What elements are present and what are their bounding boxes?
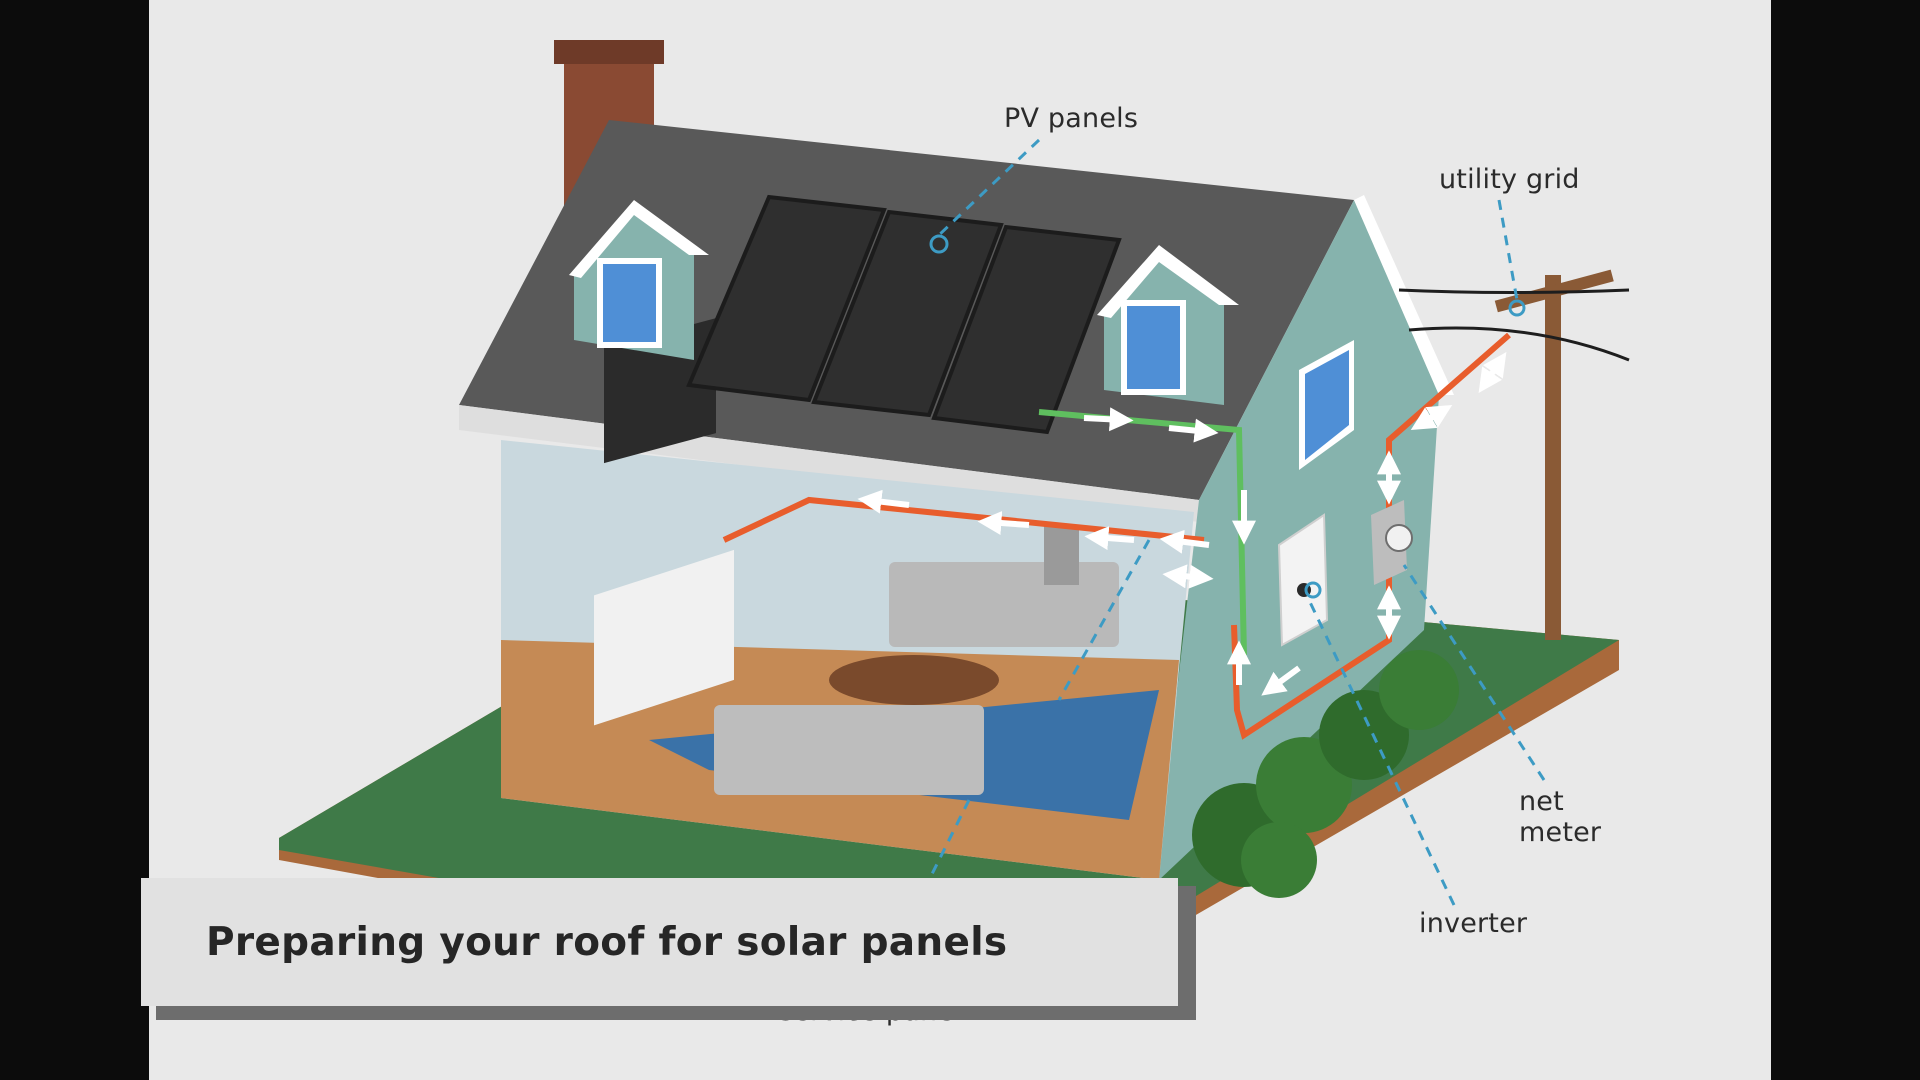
flow-arrows <box>857 352 1507 696</box>
net-meter-label: net meter <box>1519 786 1601 848</box>
utility-pole <box>1398 269 1630 640</box>
pv-panel-array <box>686 194 1122 435</box>
shrubs <box>1192 650 1459 898</box>
ac-wiring <box>722 332 1511 740</box>
interior-room <box>501 318 1194 880</box>
inverter-label: inverter <box>1419 908 1528 939</box>
diagram-stage: PV panels utility grid net meter inverte… <box>141 0 1771 1080</box>
net-meter-box <box>1371 500 1413 585</box>
dormer-right <box>1097 245 1239 405</box>
net-meter-label-line1: net <box>1519 786 1564 817</box>
callout-lines <box>927 138 1546 906</box>
pv-panels-label: PV panels <box>1004 103 1139 134</box>
net-meter-label-line2: meter <box>1519 817 1602 848</box>
side-window <box>1299 340 1354 470</box>
utility-grid-label: utility grid <box>1439 164 1580 195</box>
caption-banner: Preparing your roof for solar panels <box>141 878 1178 1006</box>
dormer-left <box>569 200 709 360</box>
caption-title: Preparing your roof for solar panels <box>206 919 1008 965</box>
